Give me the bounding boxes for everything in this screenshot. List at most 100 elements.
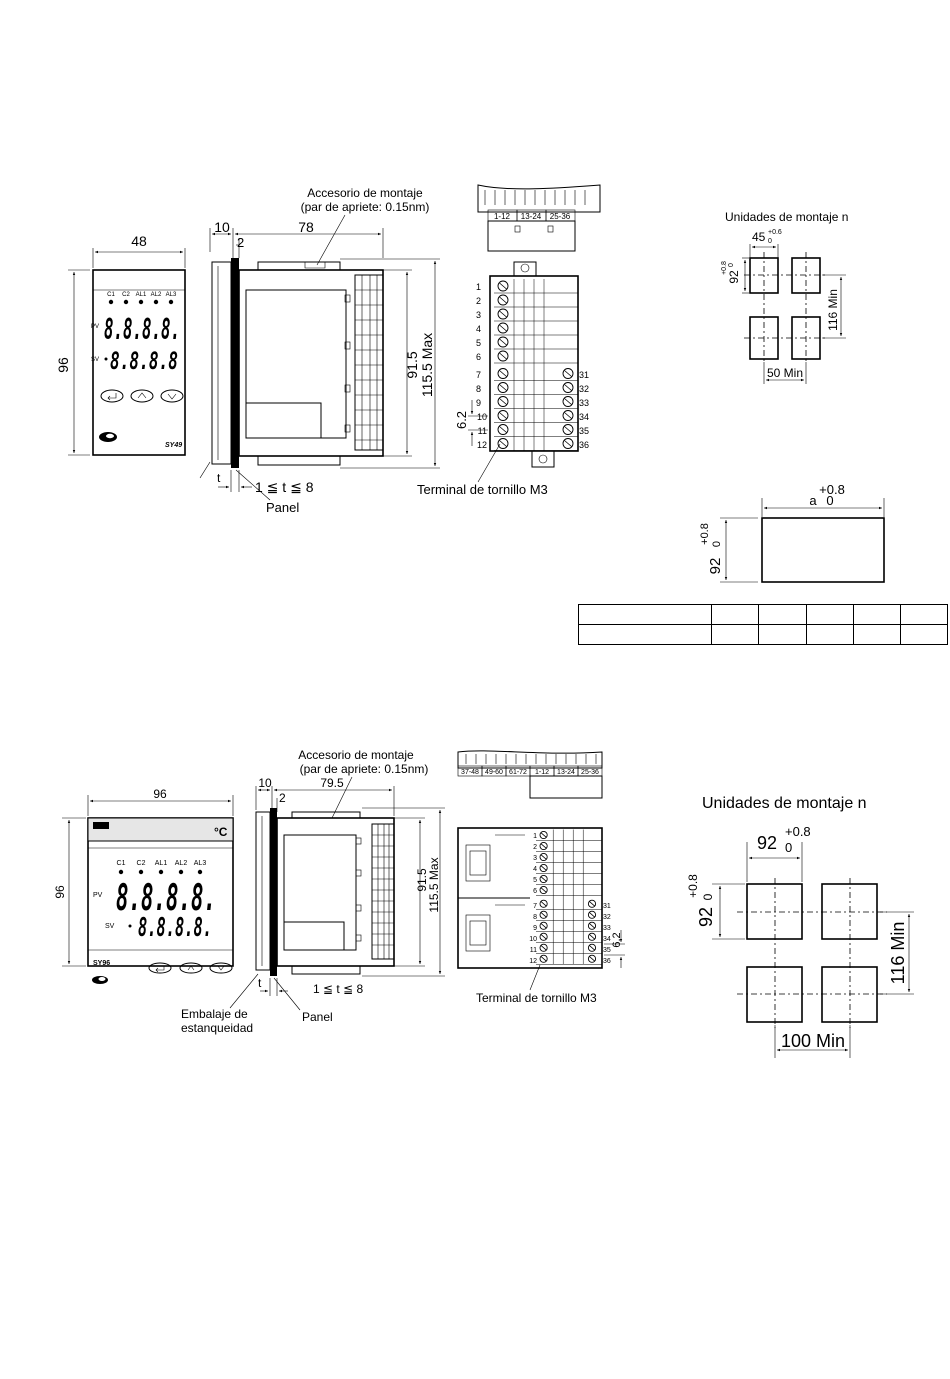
table-row <box>578 604 948 625</box>
brand-logo <box>93 822 109 829</box>
screw-slot <box>499 296 507 304</box>
screw-slot <box>540 843 547 849</box>
bottom-led-label: C2 <box>137 860 146 867</box>
bottom-terminal-number: 8 <box>533 914 537 921</box>
cutout2-a-tol: +0.8 <box>819 482 845 497</box>
screw-slot <box>564 384 572 391</box>
top-sv-label: SV <box>91 357 99 363</box>
bottom-terminal-number: 36 <box>603 958 611 965</box>
bottom-panel-cutout: Unidades de montaje n 92 +0.8 0 92 +0.8 … <box>686 795 914 1058</box>
bottom-front-view: °C 96 96 C1 C2 AL1 AL2 AL3 PV 8.8.8.8. S… <box>53 787 234 984</box>
top-model: SY49 <box>165 442 182 449</box>
top-terminal-number: 6 <box>476 352 481 362</box>
table-cell <box>853 624 901 645</box>
bottom-dim-max: 115.5 Max <box>427 857 441 912</box>
bottom-gasket-line2: estanqueidad <box>181 1021 253 1035</box>
bottom-terminal-number: 10 <box>529 936 537 943</box>
bottom-pv-display: 8.8.8.8. <box>116 878 216 919</box>
screw-slot <box>499 282 507 290</box>
bottom-cutout-h-tol: +0.8 <box>686 874 700 898</box>
up-arrow-icon <box>187 965 195 971</box>
top-terminal-number: 7 <box>476 370 481 380</box>
top-cutout-w-tol: +0.6 <box>768 229 782 236</box>
top-cutout-v-spacing: 116 Min <box>826 289 840 331</box>
bottom-terminal-number: 9 <box>533 925 537 932</box>
top-pv-display: 8.8.8.8. <box>104 313 180 346</box>
top-terminal-number: 32 <box>579 384 589 394</box>
screw-slot <box>499 324 507 332</box>
top-terminal-number: 1 <box>476 282 481 292</box>
top-terminal-number: 33 <box>579 398 589 408</box>
top-dim-depth: 78 <box>298 219 314 235</box>
bottom-connector-label: 13-24 <box>557 769 575 776</box>
bottom-dim-pitch: 6.2 <box>611 932 623 947</box>
cutout2-h-dim: 92 <box>707 558 724 575</box>
bottom-cutout-title: Unidades de montaje n <box>702 795 867 812</box>
bottom-led-label: AL2 <box>175 860 188 867</box>
enter-icon <box>107 393 117 401</box>
dimension-table <box>578 604 948 645</box>
bottom-terminal-rows <box>536 829 602 965</box>
table-cell <box>578 604 712 625</box>
table-cell <box>806 624 854 645</box>
top-terminal-number: 9 <box>476 398 481 408</box>
top-connector-label: 1-12 <box>494 212 511 221</box>
top-cutout-title: Unidades de montaje n <box>725 210 848 224</box>
cutout2-h-zero: 0 <box>711 541 723 547</box>
top-terminal-number: 10 <box>477 412 487 422</box>
bottom-terminal-number: 31 <box>603 903 611 910</box>
bottom-sv-label: SV <box>105 923 115 930</box>
table-cell <box>806 604 854 625</box>
top-terminal-number: 2 <box>476 296 481 306</box>
top-led-label: AL1 <box>136 292 147 298</box>
top-led-label: AL2 <box>151 292 162 298</box>
bottom-terminal-number: 35 <box>603 947 611 954</box>
bottom-terminal-label: Terminal de tornillo M3 <box>476 991 597 1005</box>
screw-slot <box>540 934 547 940</box>
bottom-connector-label: 1-12 <box>535 769 549 776</box>
top-sv-display: 8.8.8.8 <box>110 347 178 375</box>
screw-slot <box>540 832 547 838</box>
bottom-dim-width: 96 <box>153 787 167 801</box>
up-key <box>130 389 154 403</box>
bottom-terminal-number: 5 <box>533 877 537 884</box>
bottom-connector-label: 25-36 <box>581 769 599 776</box>
table-cell <box>758 624 807 645</box>
top-terminal-number: 5 <box>476 338 481 348</box>
screw-slot <box>499 426 507 433</box>
down-arrow-icon <box>217 965 225 971</box>
screw-slot <box>564 440 572 447</box>
screw-slot <box>589 912 595 918</box>
cutout2-a-label: a <box>809 493 817 508</box>
top-dim-bezel: 2 <box>237 235 244 250</box>
screw-slot <box>564 398 572 405</box>
screw-slot <box>540 923 547 929</box>
screw-slot <box>540 865 547 871</box>
screw-slot <box>540 854 547 860</box>
bottom-led-label: AL1 <box>155 860 168 867</box>
screw-slot <box>499 440 507 447</box>
bottom-terminal-number: 7 <box>533 903 537 910</box>
top-front-view: 48 96 C1 C2 AL1 AL2 AL3 PV 8.8.8.8. SV 8… <box>55 233 186 456</box>
down-key <box>160 389 184 403</box>
top-terminal-number: 3 <box>476 310 481 320</box>
top-dim-body: 91.5 <box>404 351 420 378</box>
table-cell <box>711 604 759 625</box>
bottom-cutout-w-tol: +0.8 <box>785 824 811 839</box>
bottom-cutout-h-spacing: 100 Min <box>781 1031 845 1051</box>
bottom-dim-depth: 79.5 <box>320 776 344 790</box>
top-rear-view: 1-12 13-24 25-36 1 2 3 4 5 6 7 8 9 10 11… <box>417 184 601 497</box>
table-cell <box>900 604 948 625</box>
screw-slot <box>499 338 507 346</box>
bottom-terminal-number: 2 <box>533 844 537 851</box>
screw-slot <box>499 398 507 405</box>
up-key <box>179 962 203 974</box>
bottom-led-label: AL3 <box>194 860 207 867</box>
table-cell <box>578 624 712 645</box>
top-cutout-h-dim: 92 <box>727 270 741 284</box>
top-terminal-label: Terminal de tornillo M3 <box>417 482 548 497</box>
top-terminal-number: 36 <box>579 440 589 450</box>
top-terminal-number: 35 <box>579 426 589 436</box>
bottom-terminal-number: 34 <box>603 936 611 943</box>
